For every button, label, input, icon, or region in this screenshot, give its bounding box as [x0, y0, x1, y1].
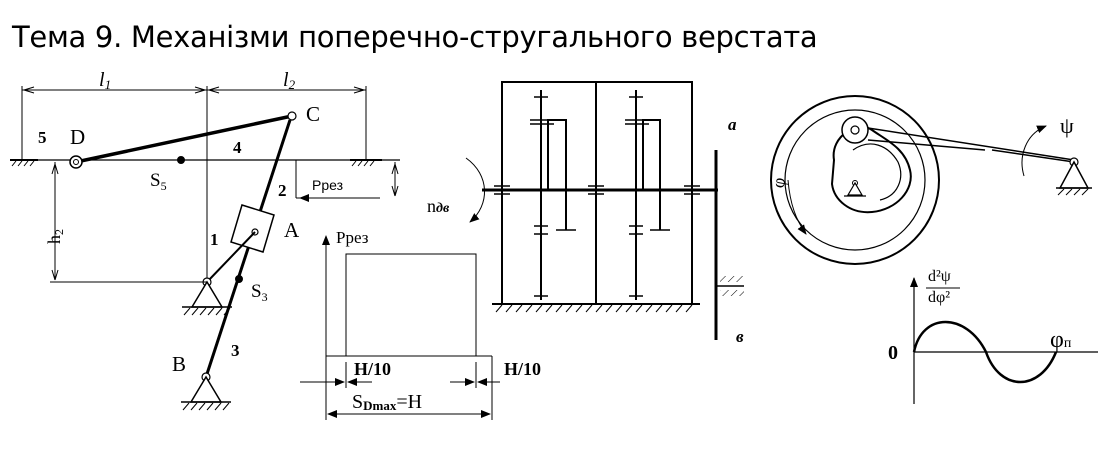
label-psi: ψ — [1060, 113, 1074, 138]
label-gear-v: в — [736, 327, 744, 346]
cutting-force-diagram — [300, 235, 500, 420]
label-H10-left: H/10 — [354, 359, 391, 379]
label-S3: S3 — [251, 281, 268, 304]
joint-C — [287, 111, 297, 121]
planetary-gearbox — [465, 81, 744, 340]
slider-block-2 — [230, 204, 275, 253]
label-link-2: 2 — [278, 181, 287, 200]
label-S5: S5 — [150, 170, 167, 193]
label-zero: 0 — [888, 342, 898, 364]
label-y-Prez: Ррез — [336, 228, 369, 247]
label-l2: l2 — [283, 69, 296, 92]
page-title: Тема 9. Механізми поперечно-стругального… — [12, 20, 818, 54]
label-point-D: D — [70, 125, 85, 149]
link-3 — [204, 119, 292, 378]
cam-mechanism — [770, 95, 1092, 265]
label-point-A: A — [284, 218, 300, 242]
label-link-5: 5 — [38, 128, 47, 147]
label-H10-right: H/10 — [504, 359, 541, 379]
label-SDmax: SDmax=H — [352, 391, 422, 413]
label-phi-n: φп — [1050, 327, 1072, 353]
label-point-B: B — [172, 352, 186, 376]
link-1-crank — [206, 231, 256, 283]
label-gear-a: а — [728, 115, 737, 134]
label-accel-num: d²ψ — [928, 268, 951, 285]
label-point-C: C — [306, 102, 320, 126]
mass-center-S5 — [177, 156, 185, 164]
label-h2: h2 — [44, 229, 66, 244]
label-l1: l1 — [99, 69, 111, 92]
mass-center-S3 — [235, 275, 243, 283]
label-n-dv: nдв — [427, 196, 450, 216]
label-link-1: 1 — [210, 230, 219, 249]
label-accel-den: dφ² — [928, 289, 950, 306]
link-4 — [75, 114, 293, 164]
linkage-mechanism — [10, 86, 400, 411]
label-force-Prez: Ррез — [312, 177, 343, 193]
label-link-4: 4 — [233, 138, 242, 157]
label-link-3: 3 — [231, 341, 240, 360]
acceleration-graph — [910, 277, 1098, 404]
label-phi: φ — [768, 176, 790, 190]
